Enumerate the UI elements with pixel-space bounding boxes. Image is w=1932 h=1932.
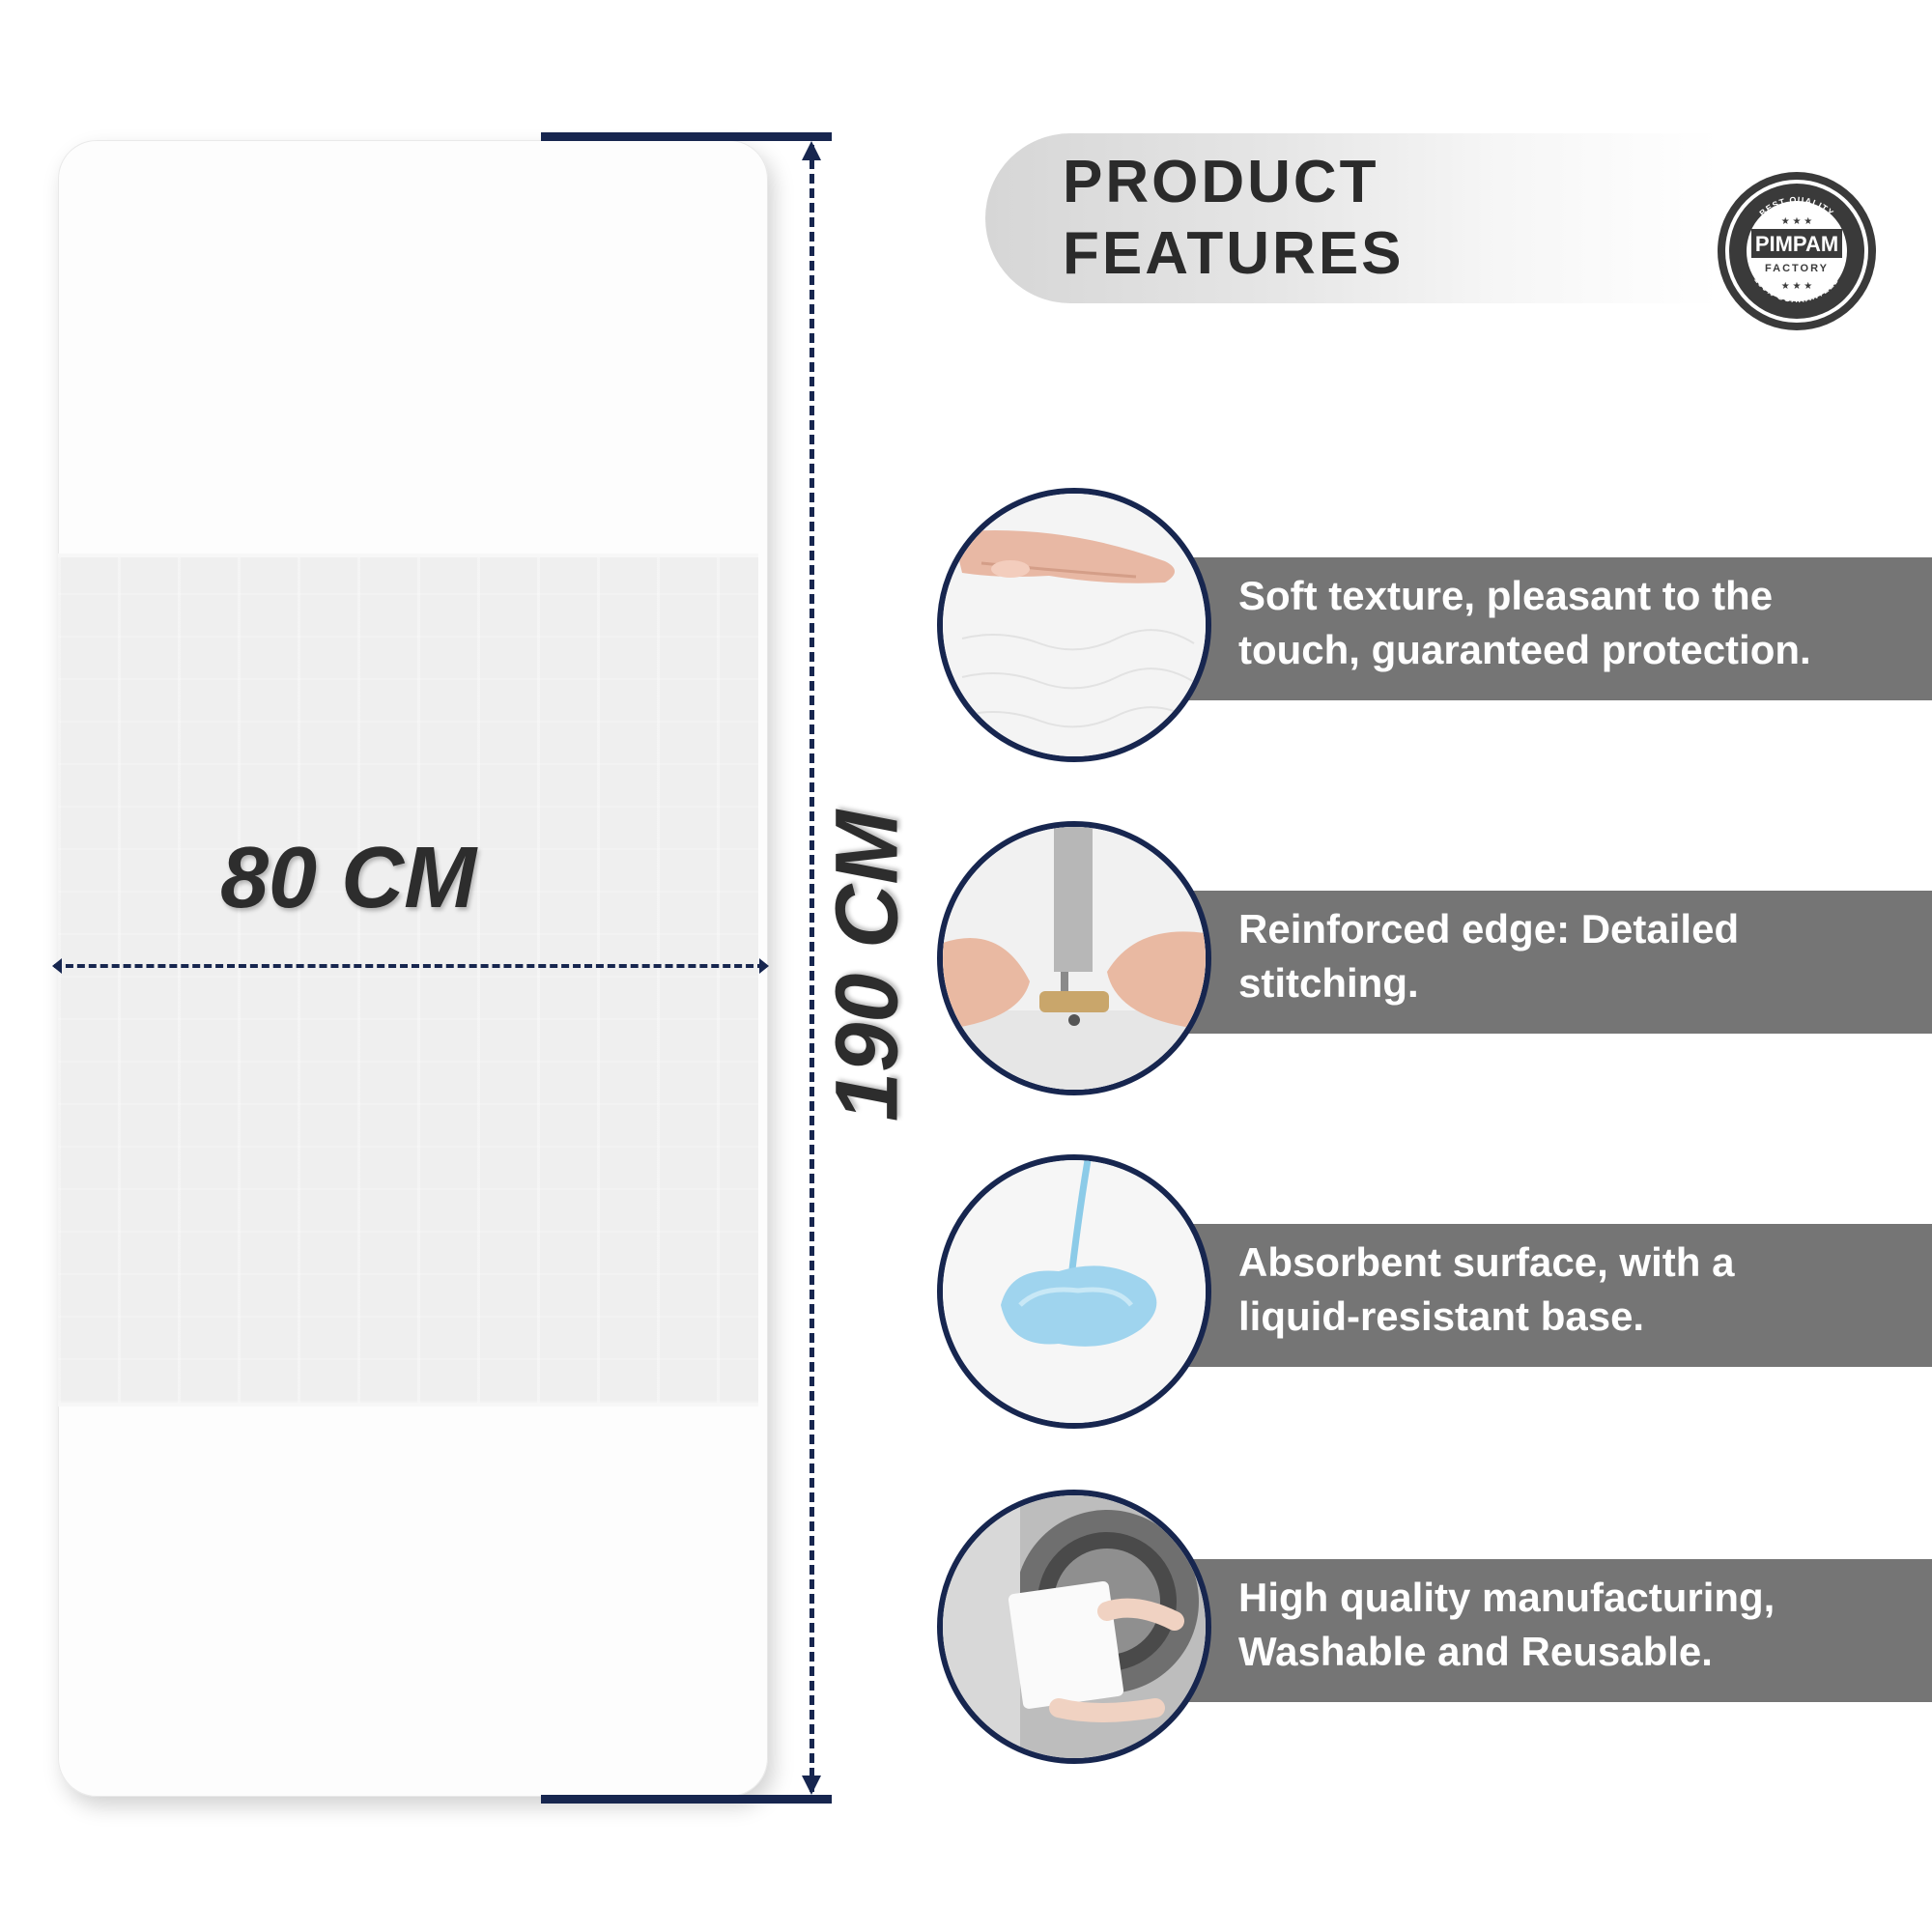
- feature-line-2: stitching.: [1238, 960, 1419, 1006]
- feature-line-1: High quality manufacturing,: [1238, 1575, 1776, 1620]
- feature-bar: [1130, 557, 1932, 700]
- svg-text:PIMPAM: PIMPAM: [1755, 232, 1838, 256]
- title-line-2: FEATURES: [1063, 220, 1405, 287]
- feature-line-2: liquid-resistant base.: [1238, 1293, 1645, 1339]
- feature-text: Absorbent surface, with a liquid-resista…: [1238, 1236, 1915, 1344]
- feature-line-1: Soft texture, pleasant to the: [1238, 573, 1774, 618]
- svg-text:FACTORY: FACTORY: [1765, 263, 1829, 274]
- feature-item-absorbent-surface: Absorbent surface, with a liquid-resista…: [937, 1154, 1932, 1435]
- feature-text: High quality manufacturing, Washable and…: [1238, 1571, 1915, 1679]
- arrow-right-icon: [759, 958, 769, 974]
- feature-line-2: touch, guaranteed protection.: [1238, 627, 1811, 672]
- washing-machine-icon: [937, 1490, 1211, 1764]
- feature-item-washable-reusable: High quality manufacturing, Washable and…: [937, 1490, 1932, 1770]
- page-title: PRODUCT FEATURES: [1063, 147, 1468, 290]
- feature-line-2: Washable and Reusable.: [1238, 1629, 1713, 1674]
- feature-item-reinforced-edge: Reinforced edge: Detailed stitching.: [937, 821, 1932, 1101]
- feature-text: Soft texture, pleasant to the touch, gua…: [1238, 569, 1915, 677]
- feature-text: Reinforced edge: Detailed stitching.: [1238, 902, 1915, 1010]
- height-dimension-line: [810, 145, 814, 1792]
- svg-text:★ ★ ★: ★ ★ ★: [1781, 281, 1812, 292]
- width-label: 80 CM: [220, 830, 477, 926]
- height-label: 190 CM: [817, 810, 917, 1122]
- arrow-left-icon: [52, 958, 62, 974]
- feature-item-soft-texture: Soft texture, pleasant to the touch, gua…: [937, 488, 1932, 768]
- arrow-up-icon: [802, 141, 821, 160]
- feature-bar: [1130, 1559, 1932, 1702]
- water-drop-icon: [937, 1154, 1211, 1429]
- feature-bar: [1130, 891, 1932, 1034]
- width-dimension-line: [54, 964, 765, 968]
- sewing-machine-icon: [937, 821, 1211, 1095]
- pad-quilted-area: [58, 554, 758, 1406]
- hand-touch-icon: [937, 488, 1211, 762]
- quality-seal-icon: BEST QUALITY 100% GUARANTEED ★ ★ ★ PIMPA…: [1715, 169, 1879, 333]
- height-cap-bottom: [541, 1795, 832, 1804]
- header-pill: [985, 133, 1719, 303]
- feature-line-1: Reinforced edge: Detailed: [1238, 906, 1740, 952]
- svg-text:★ ★ ★: ★ ★ ★: [1781, 216, 1812, 227]
- height-cap-top: [541, 132, 832, 141]
- feature-line-1: Absorbent surface, with a: [1238, 1239, 1735, 1285]
- arrow-down-icon: [802, 1776, 821, 1795]
- product-pad-image: [58, 140, 768, 1797]
- feature-bar: [1130, 1224, 1932, 1367]
- title-line-1: PRODUCT: [1063, 149, 1379, 215]
